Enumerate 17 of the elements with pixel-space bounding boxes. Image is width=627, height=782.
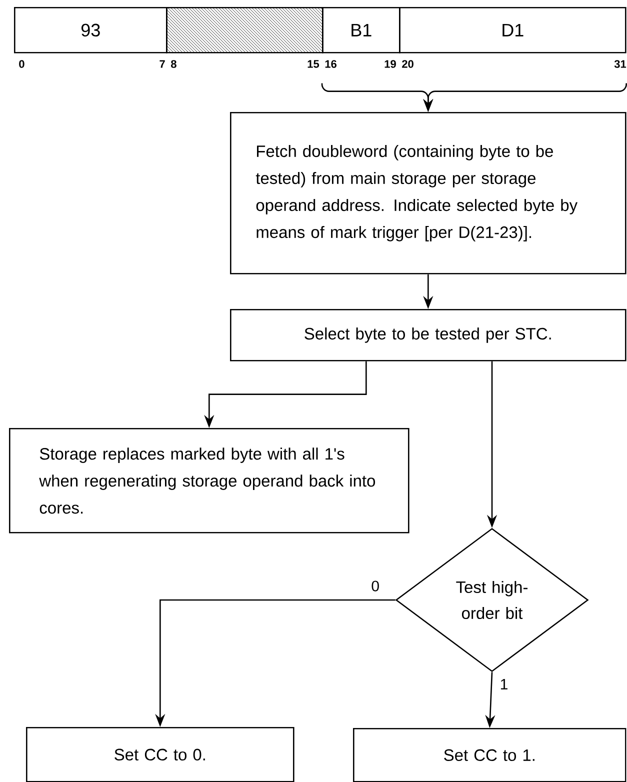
hatched-field — [166, 7, 324, 54]
bit-number: 7 — [160, 60, 165, 68]
bit-number: 8 — [171, 60, 176, 68]
process-box: Set CC to 1. — [353, 728, 626, 782]
instruction-field: 93 — [14, 7, 168, 54]
instruction-field: D1 — [399, 7, 626, 54]
process-box: Storage replaces marked byte with all 1's when regenerating storage operand back into cores. — [9, 428, 410, 534]
instruction-field: B1 — [322, 7, 400, 54]
process-box: Fetch doubleword (containing byte to be tested) from main storage per storage operand address. Indicate selected byte by means of mark trigger [per D(21-23)]. — [230, 112, 626, 274]
process-box: Set CC to 0. — [26, 727, 294, 782]
bit-number: 19 — [384, 60, 396, 68]
bit-number: 15 — [308, 60, 320, 68]
bit-number: 16 — [325, 60, 336, 68]
process-box: Select byte to be tested per STC. — [230, 309, 626, 362]
edge-label: 0 — [370, 580, 381, 592]
bit-number: 20 — [402, 60, 414, 68]
edge-label: 1 — [498, 678, 510, 690]
